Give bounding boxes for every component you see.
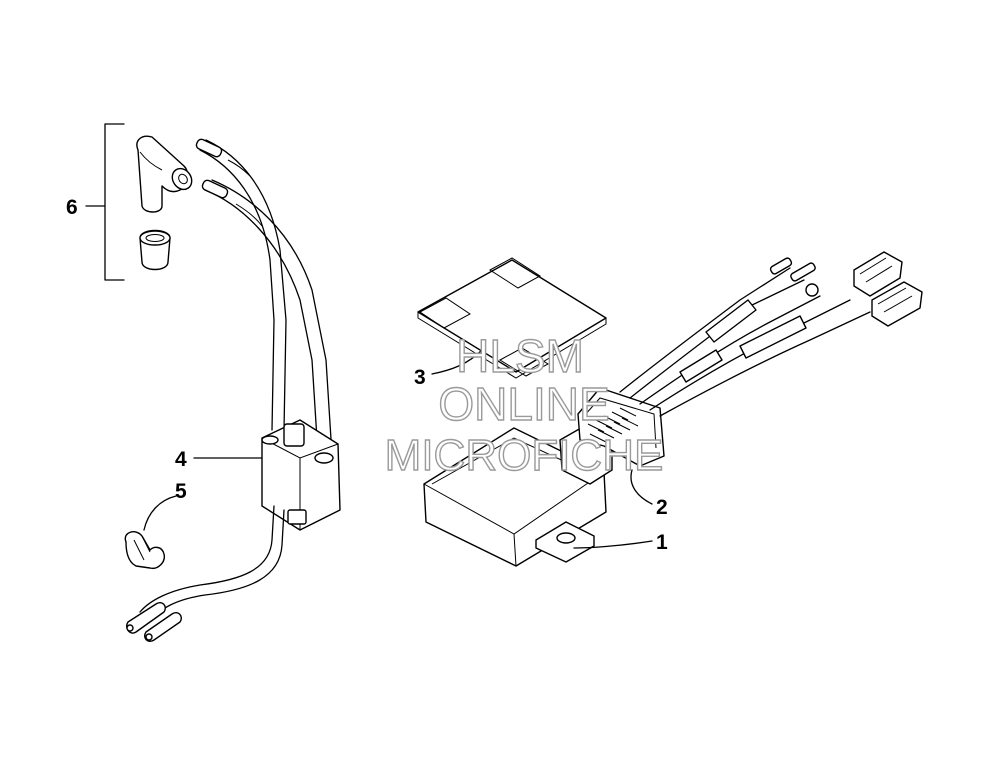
spark-plug-boot bbox=[136, 135, 193, 213]
spark-plug-cap bbox=[139, 229, 171, 271]
callout-5: 5 bbox=[175, 480, 187, 503]
callout-3: 3 bbox=[414, 366, 426, 389]
callout-1: 1 bbox=[656, 531, 668, 554]
callout-2-leader bbox=[630, 469, 653, 505]
callout-4: 4 bbox=[175, 448, 187, 471]
wiring-harness bbox=[577, 251, 923, 467]
ignition-coil bbox=[126, 138, 341, 642]
watermark-line-1: HLSM bbox=[456, 330, 584, 382]
watermark-line-3: MICROFICHE bbox=[385, 431, 664, 480]
control-module bbox=[423, 423, 613, 567]
adhesive-pad bbox=[417, 257, 607, 379]
callout-6-bracket bbox=[85, 123, 125, 281]
callout-2: 2 bbox=[656, 496, 668, 519]
callout-1-leader bbox=[573, 540, 653, 549]
callout-3-leader bbox=[431, 349, 483, 375]
callout-6: 6 bbox=[66, 196, 78, 219]
watermark-line-2: ONLINE bbox=[438, 378, 609, 430]
callout-5-leader bbox=[143, 495, 177, 531]
wire-clip bbox=[124, 531, 165, 569]
